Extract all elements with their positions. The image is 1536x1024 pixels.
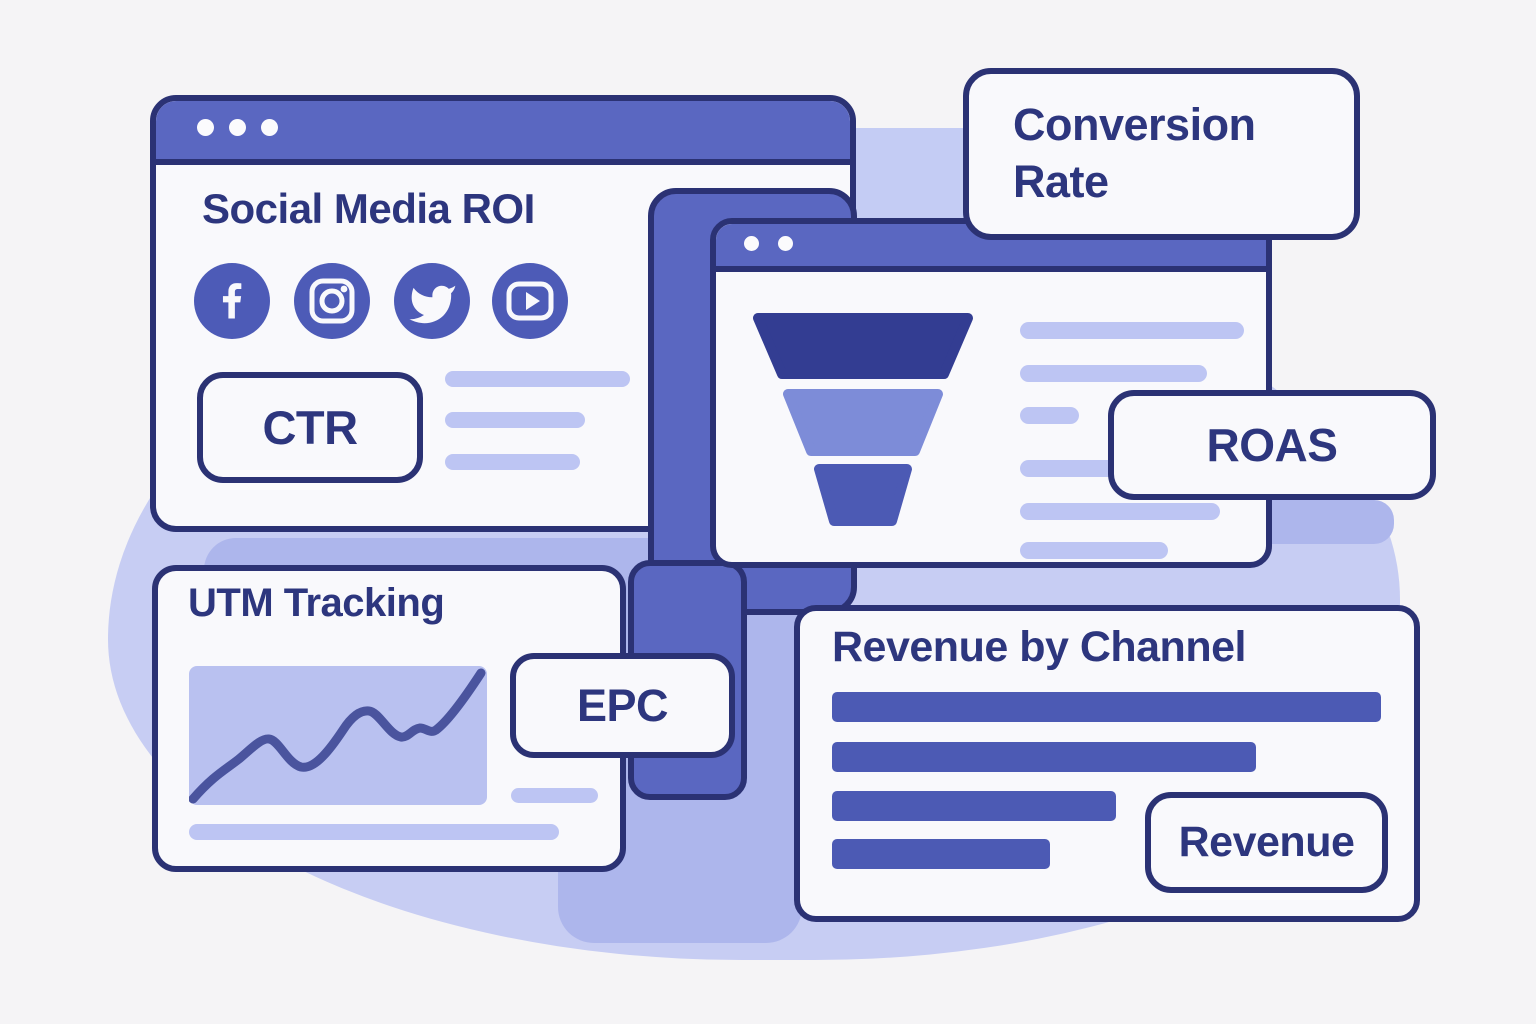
window-control-dot[interactable] [778,236,793,251]
facebook-icon[interactable] [194,263,270,339]
skeleton-text-line [189,824,559,840]
window-control-dot[interactable] [744,236,759,251]
conversion-rate-label[interactable]: Conversion Rate [963,68,1360,240]
skeleton-text-line [1020,322,1244,339]
funnel-segment-bottom [814,464,912,526]
skeleton-text-line [1020,503,1220,520]
instagram-icon[interactable] [294,263,370,339]
skeleton-text-line [445,371,630,387]
card-title: UTM Tracking [188,581,445,625]
window-control-dot[interactable] [261,119,278,136]
youtube-icon[interactable] [492,263,568,339]
card-title: Revenue by Channel [832,623,1246,671]
epc-label[interactable]: EPC [510,653,735,758]
line-chart [188,666,487,805]
light-rect-decor [851,128,968,222]
skeleton-text-line [1020,542,1168,559]
page-title: Social Media ROI [202,185,535,232]
window-control-dot[interactable] [197,119,214,136]
skeleton-text-line [445,412,585,428]
funnel-segment-middle [783,389,943,456]
funnel-segment-top [753,313,973,379]
window-control-dot[interactable] [229,119,246,136]
revenue-bar [832,692,1381,722]
revenue-bar [832,839,1050,869]
roas-label[interactable]: ROAS [1108,390,1436,500]
revenue-bar [832,742,1256,772]
revenue-bar [832,791,1116,821]
skeleton-text-line [1020,365,1207,382]
ctr-badge[interactable]: CTR [197,372,423,483]
twitter-icon[interactable] [394,263,470,339]
trend-line [188,668,486,804]
revenue-badge[interactable]: Revenue [1145,792,1388,893]
funnel-chart [753,313,973,526]
revenue-by-channel-window: Revenue by Channel Revenue [794,605,1420,922]
skeleton-text-line [445,454,580,470]
browser-header [156,101,850,165]
skeleton-text-line [511,788,598,803]
skeleton-text-line [1020,407,1079,424]
